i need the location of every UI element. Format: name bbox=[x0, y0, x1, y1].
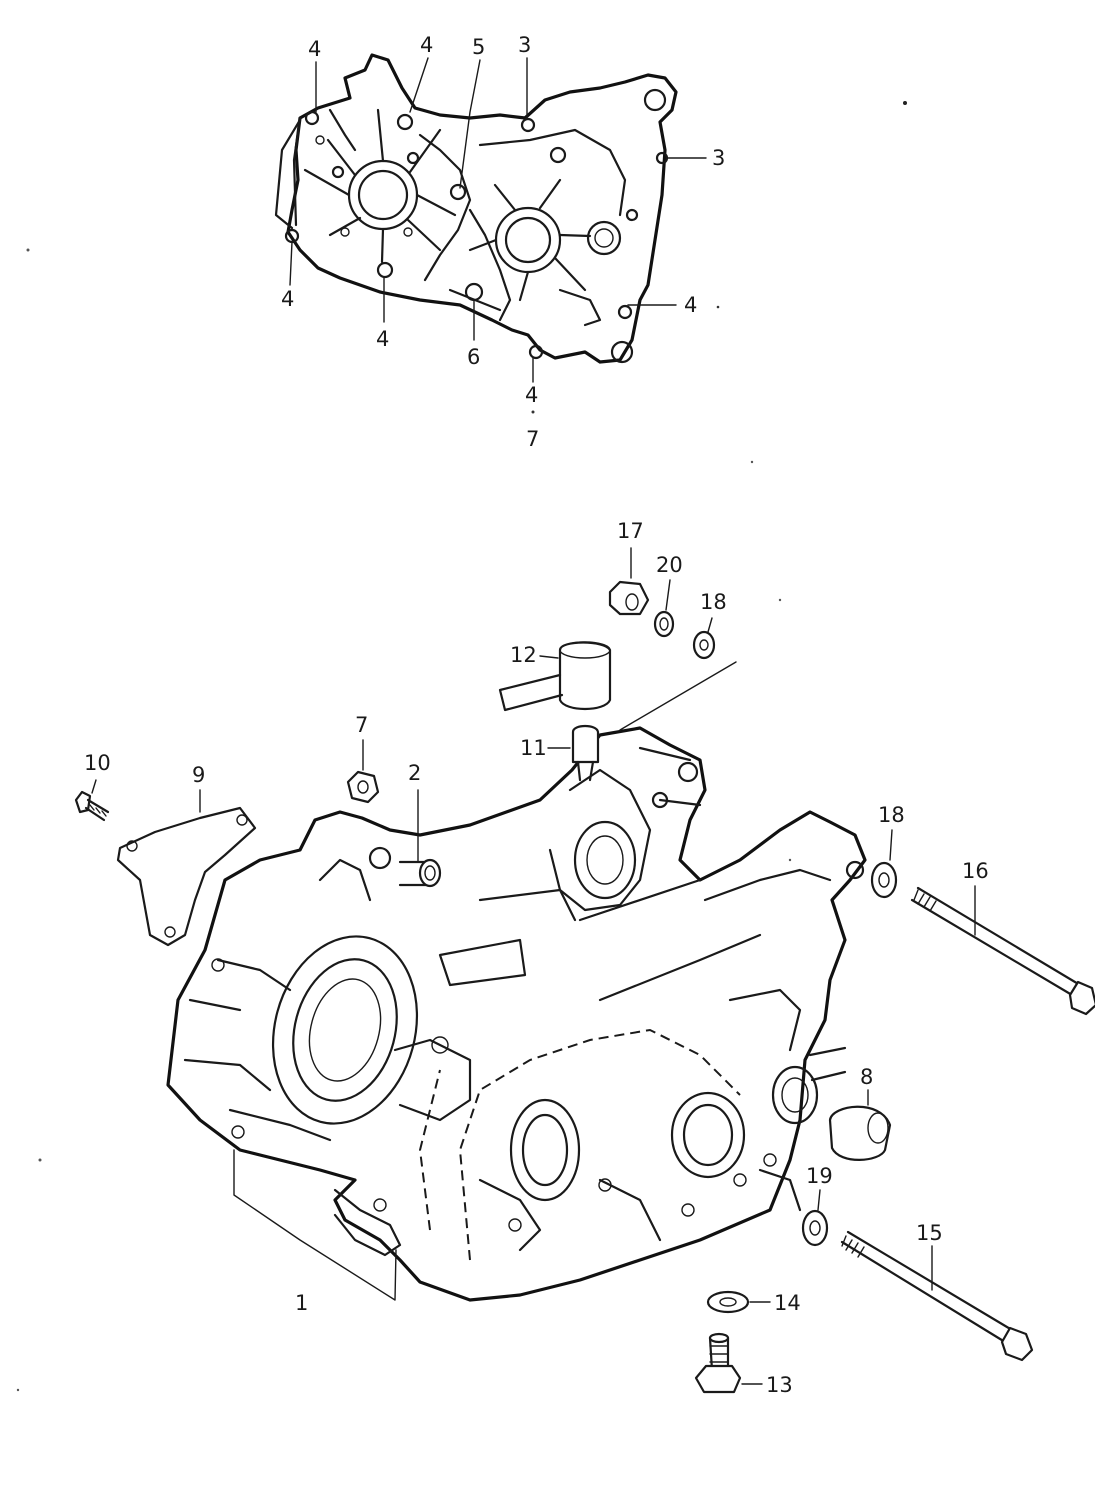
label-19: 19 bbox=[806, 1164, 833, 1188]
crankcase-gasket bbox=[274, 53, 707, 383]
part-15-bolt bbox=[840, 1230, 1034, 1362]
label-2: 2 bbox=[408, 761, 421, 785]
label-8: 8 bbox=[860, 1065, 873, 1089]
part-11-damper bbox=[547, 661, 737, 782]
label-9: 9 bbox=[192, 763, 205, 787]
scan-specks bbox=[16, 101, 907, 1392]
part-18-washer-side bbox=[870, 829, 898, 899]
label-11: 11 bbox=[520, 736, 547, 760]
label-1: 1 bbox=[295, 1291, 308, 1315]
label-18: 18 bbox=[700, 590, 727, 614]
label-4: 4 bbox=[281, 287, 294, 311]
part-9-plate bbox=[116, 789, 257, 947]
callout-labels: 4 4 5 3 3 4 4 4 6 4 7 17 20 18 12 11 7 2… bbox=[84, 33, 989, 1397]
label-7: 7 bbox=[526, 427, 539, 451]
label-10: 10 bbox=[84, 751, 111, 775]
label-12: 12 bbox=[510, 643, 537, 667]
crankcase-assembly bbox=[166, 726, 867, 1302]
part-18-washer-top bbox=[692, 617, 716, 660]
label-17: 17 bbox=[617, 519, 644, 543]
label-4: 4 bbox=[376, 327, 389, 351]
part-19-washer bbox=[801, 1189, 829, 1247]
label-3: 3 bbox=[712, 146, 725, 170]
label-18: 18 bbox=[878, 803, 905, 827]
label-14: 14 bbox=[774, 1291, 801, 1315]
part-7-nut bbox=[346, 739, 380, 804]
label-4: 4 bbox=[684, 293, 697, 317]
label-13: 13 bbox=[766, 1373, 793, 1397]
part-14-washer bbox=[706, 1290, 771, 1314]
label-4: 4 bbox=[308, 37, 321, 61]
part-12-mount bbox=[498, 641, 612, 712]
part-13-drain-plug bbox=[694, 1332, 763, 1394]
label-4: 4 bbox=[525, 383, 538, 407]
label-15: 15 bbox=[916, 1221, 943, 1245]
label-3: 3 bbox=[518, 33, 531, 57]
part-16-bolt bbox=[910, 885, 1095, 1016]
leader-1 bbox=[233, 1149, 397, 1301]
label-6: 6 bbox=[467, 345, 480, 369]
part-10-screw bbox=[74, 779, 110, 822]
label-20: 20 bbox=[656, 553, 683, 577]
label-5: 5 bbox=[472, 35, 485, 59]
part-17-nut bbox=[608, 547, 650, 616]
label-4: 4 bbox=[420, 33, 433, 57]
label-7: 7 bbox=[355, 713, 368, 737]
part-20-washer bbox=[653, 579, 675, 638]
part-8-bushing bbox=[828, 1089, 892, 1161]
label-16: 16 bbox=[962, 859, 989, 883]
